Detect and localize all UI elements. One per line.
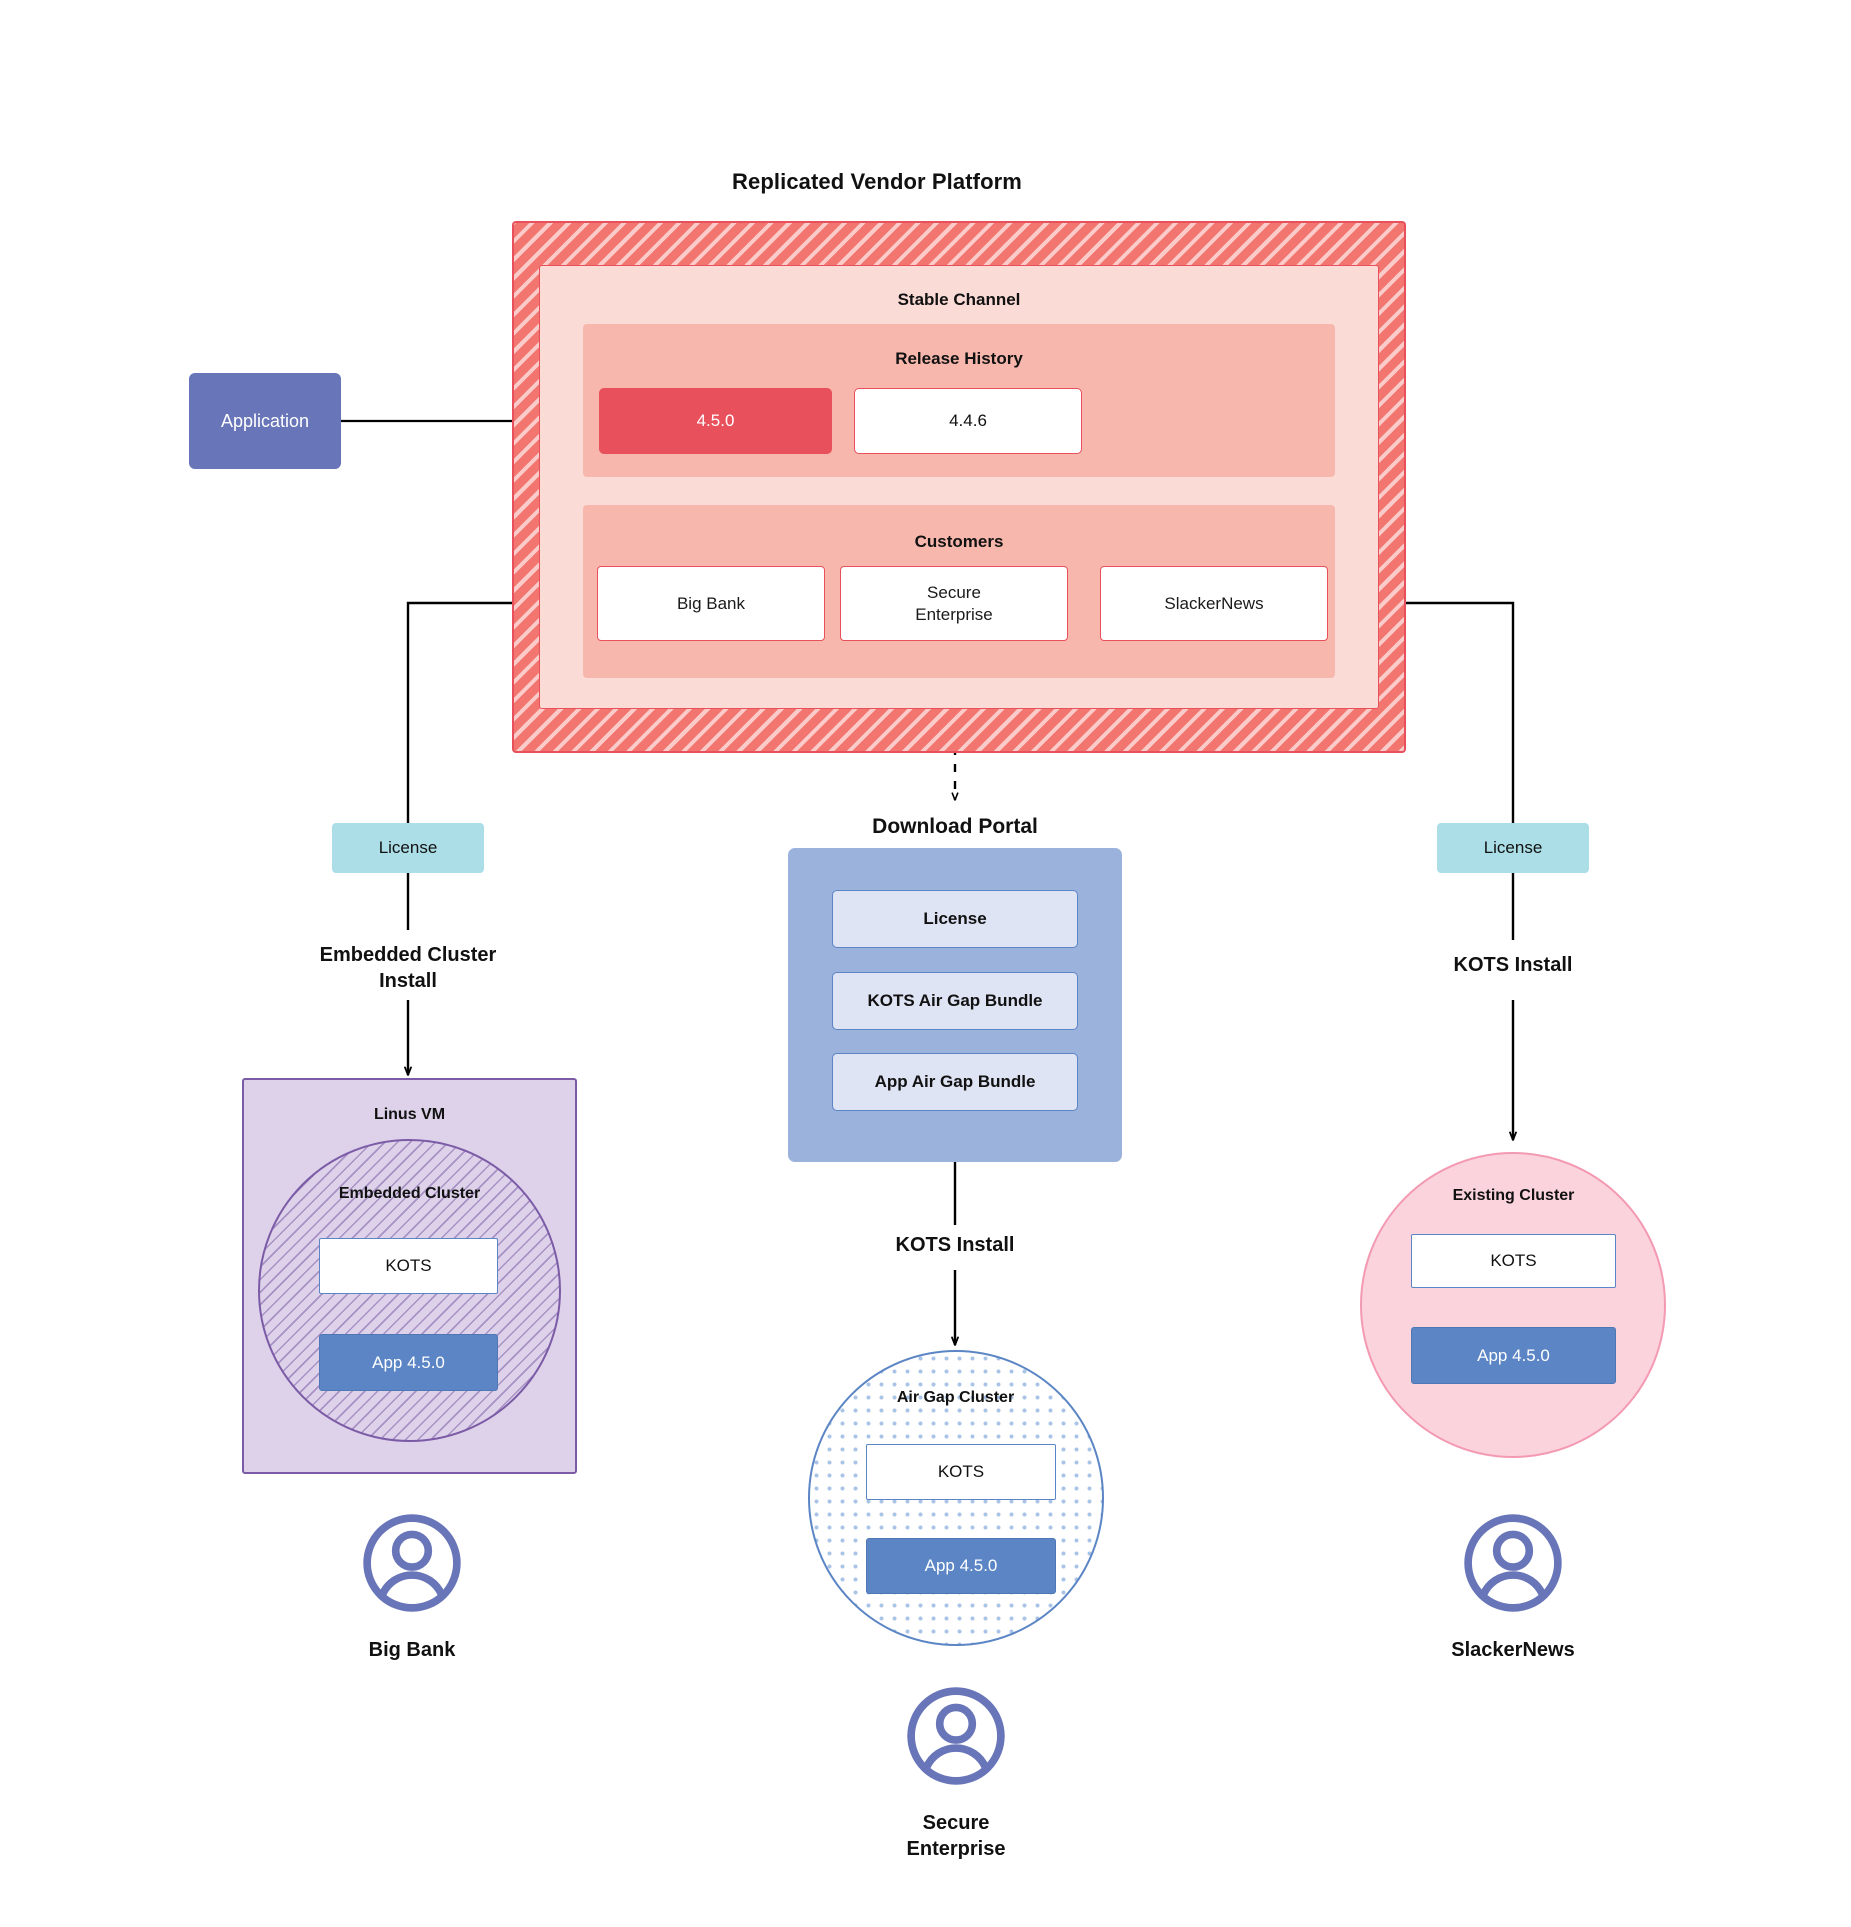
user-avatar-icon xyxy=(361,1512,463,1614)
release-version: 4.5.0 xyxy=(696,411,735,431)
portal-item-label: License xyxy=(923,909,987,929)
customer-name: SlackerNews xyxy=(1164,593,1264,613)
flow-label-kots-install-center: KOTS Install xyxy=(895,1234,1015,1256)
portal-item-label: App Air Gap Bundle xyxy=(874,1072,1036,1092)
user-avatar-icon xyxy=(905,1685,1007,1787)
user-label-big-bank: Big Bank xyxy=(368,1639,456,1661)
customer-card-slackernews[interactable]: SlackerNews xyxy=(1100,566,1328,641)
release-history-title: Release History xyxy=(895,349,1023,368)
user-label-slackernews: SlackerNews xyxy=(1451,1639,1575,1661)
license-label: License xyxy=(378,838,438,858)
kots-label: KOTS xyxy=(385,1256,432,1276)
application-label: Application xyxy=(220,410,310,431)
existing-cluster-title: Existing Cluster xyxy=(1452,1187,1575,1204)
embedded-cluster-title: Embedded Cluster xyxy=(338,1185,481,1202)
customer-name: Secure Enterprise xyxy=(915,583,993,624)
app-label: App 4.5.0 xyxy=(1477,1345,1550,1365)
kots-box-right[interactable]: KOTS xyxy=(1411,1234,1616,1288)
customer-name: Big Bank xyxy=(676,593,746,613)
license-chip-right[interactable]: License xyxy=(1437,823,1589,873)
kots-box-center[interactable]: KOTS xyxy=(866,1444,1056,1500)
page-title: Replicated Vendor Platform xyxy=(732,169,1022,194)
stable-channel-title: Stable Channel xyxy=(897,290,1021,309)
user-label-secure-enterprise: Secure Enterprise xyxy=(906,1812,1006,1860)
app-box-center[interactable]: App 4.5.0 xyxy=(866,1538,1056,1594)
existing-cluster-circle xyxy=(1360,1152,1666,1458)
portal-item-license[interactable]: License xyxy=(832,890,1078,948)
air-gap-cluster-title: Air Gap Cluster xyxy=(896,1389,1015,1406)
flow-label-kots-install-right: KOTS Install xyxy=(1453,954,1573,976)
flow-label-embedded-cluster-install: Embedded Cluster Install xyxy=(319,944,497,992)
license-label: License xyxy=(1483,838,1543,858)
application-node[interactable]: Application xyxy=(189,373,341,469)
customer-card-secure-enterprise[interactable]: Secure Enterprise xyxy=(840,566,1068,641)
portal-item-app-air-gap-bundle[interactable]: App Air Gap Bundle xyxy=(832,1053,1078,1111)
portal-item-label: KOTS Air Gap Bundle xyxy=(867,991,1043,1011)
release-card-previous[interactable]: 4.4.6 xyxy=(854,388,1082,454)
app-label: App 4.5.0 xyxy=(924,1556,998,1576)
download-portal-title: Download Portal xyxy=(872,815,1038,838)
user-avatar-icon xyxy=(1462,1512,1564,1614)
portal-item-kots-air-gap-bundle[interactable]: KOTS Air Gap Bundle xyxy=(832,972,1078,1030)
app-box-left[interactable]: App 4.5.0 xyxy=(319,1334,498,1391)
app-box-right[interactable]: App 4.5.0 xyxy=(1411,1327,1616,1384)
release-version: 4.4.6 xyxy=(949,411,987,431)
customers-title: Customers xyxy=(914,532,1004,551)
kots-box-left[interactable]: KOTS xyxy=(319,1238,498,1294)
kots-label: KOTS xyxy=(1490,1251,1537,1271)
customer-card-big-bank[interactable]: Big Bank xyxy=(597,566,825,641)
app-label: App 4.5.0 xyxy=(372,1352,445,1372)
license-chip-left[interactable]: License xyxy=(332,823,484,873)
linus-vm-title: Linus VM xyxy=(373,1106,446,1123)
kots-label: KOTS xyxy=(937,1462,985,1482)
release-card-current[interactable]: 4.5.0 xyxy=(599,388,832,454)
